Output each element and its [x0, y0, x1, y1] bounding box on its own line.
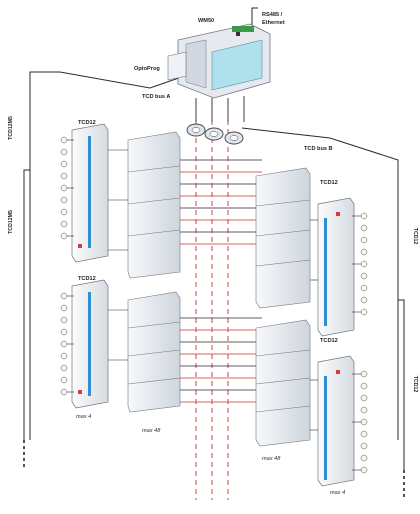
breaker-stack-bottom-left — [127, 291, 181, 413]
tcd12-unit-bottom-left — [71, 279, 109, 409]
tcd12-label-top-left: TCD12 — [78, 120, 96, 126]
ct-holes — [191, 127, 239, 141]
max-label-left-modules: max 48 — [142, 428, 161, 434]
bus-wires — [23, 7, 405, 470]
max-label-left-units: max 4 — [76, 414, 91, 420]
comm-label-line1: RS485 / — [262, 12, 283, 18]
comm-label-line2: Ethernet — [262, 20, 285, 26]
bus-b-label: TCD bus B — [304, 146, 333, 152]
tcd12-label-top-right: TCD12 — [320, 180, 338, 186]
side-label-left-bottom: TCD12M5 — [8, 210, 14, 234]
tcd12-unit-top-right — [317, 197, 355, 337]
bus-continuation — [23, 440, 405, 498]
ct-leads — [195, 120, 229, 500]
side-label-right-bottom: TCD12 — [412, 376, 418, 393]
terminal-connectors — [60, 136, 368, 474]
phase-wires — [180, 159, 262, 403]
wm50-meter — [177, 23, 271, 99]
tcd12-unit-top-left — [71, 123, 109, 263]
max-label-right-units: max 4 — [330, 490, 345, 496]
tcd12-label-bottom-left: TCD12 — [78, 276, 96, 282]
breaker-stack-top-right — [255, 167, 311, 309]
optoprog-label: OptoProg — [134, 66, 160, 72]
meter-label: WM50 — [198, 18, 214, 24]
breaker-stack-top-left — [127, 131, 181, 279]
meter-leads — [195, 96, 245, 122]
max-label-right-modules: max 48 — [262, 456, 281, 462]
breaker-stack-bottom-right — [255, 319, 311, 447]
bus-a-label: TCD bus A — [142, 94, 170, 100]
tcd12-label-bottom-right: TCD12 — [320, 338, 338, 344]
side-label-right-top: TCD12 — [412, 228, 418, 245]
terminal-links — [67, 139, 361, 471]
optoprog-device — [167, 51, 187, 81]
tcd12-unit-bottom-right — [317, 355, 355, 487]
side-label-left-top: TCD12M5 — [8, 116, 14, 140]
